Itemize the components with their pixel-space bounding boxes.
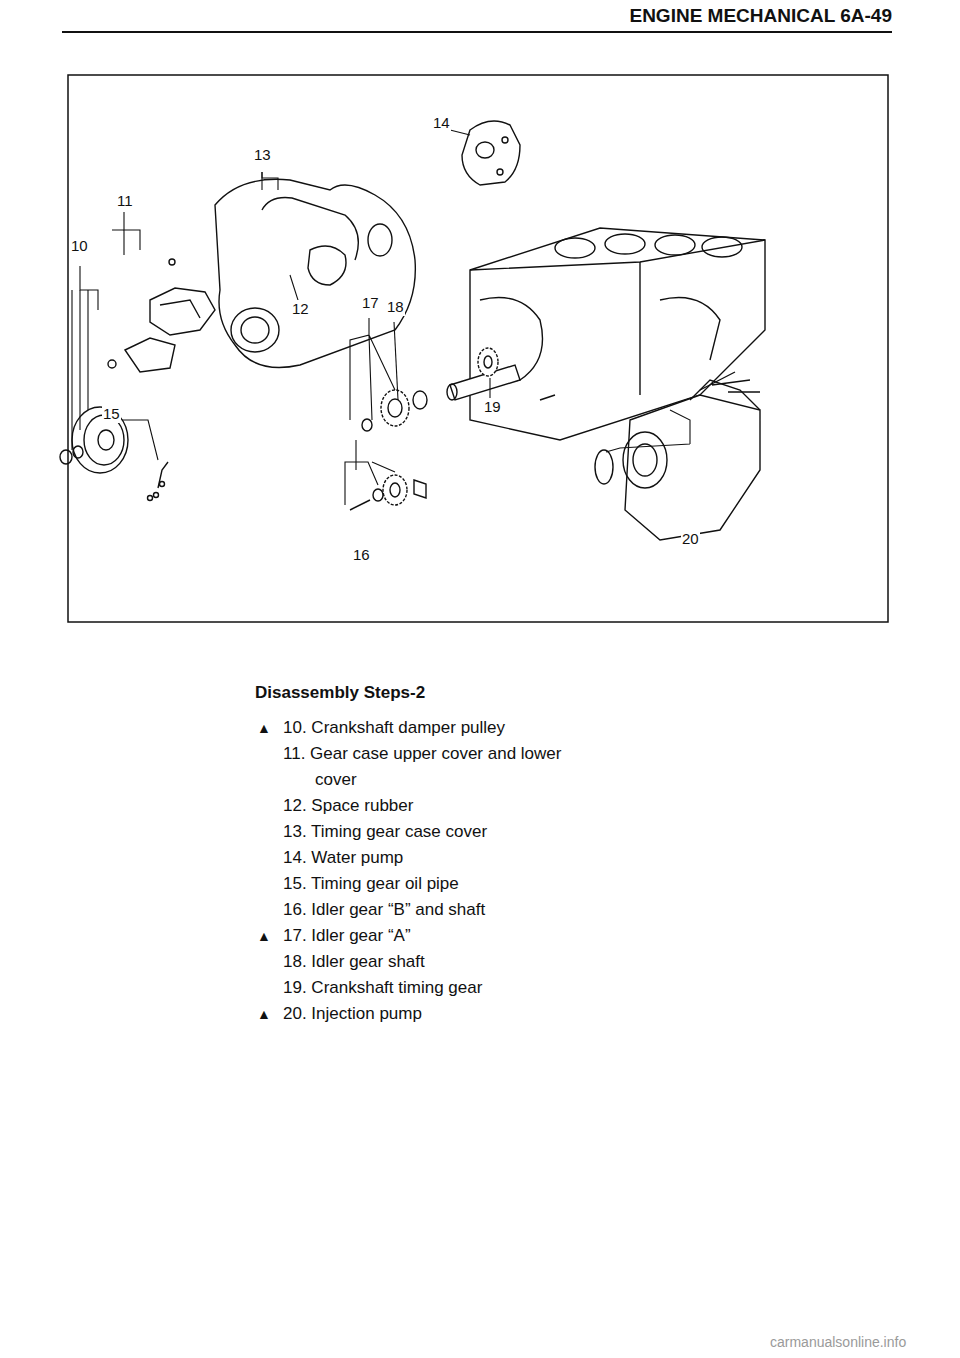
note-marker: ▲ [257, 1001, 271, 1027]
step-item: 20. Injection pump [283, 1001, 600, 1027]
callout-number: 18 [386, 298, 405, 316]
note-marker: ▲ [257, 715, 271, 741]
step-item: 10. Crankshaft damper pulley [283, 715, 600, 741]
step-item: 15. Timing gear oil pipe [283, 871, 600, 897]
watermark: carmanualsonline.info [770, 1334, 906, 1351]
step-item: 17. Idler gear “A” [283, 923, 600, 949]
step-item: 11. Gear case upper cover and lower cove… [283, 741, 600, 793]
figure-frame [68, 75, 888, 622]
callout-number: 19 [483, 398, 502, 416]
gear-case-covers [108, 259, 215, 372]
callout-number: 15 [102, 405, 121, 423]
gears [350, 348, 498, 510]
callout-number: 17 [361, 294, 380, 312]
step-item: 13. Timing gear case cover [283, 819, 600, 845]
note-marker: ▲ [257, 923, 271, 949]
step-item: 12. Space rubber [283, 793, 600, 819]
header-rule [62, 31, 892, 33]
timing-gear-cover [215, 179, 415, 367]
injection-pump [595, 372, 760, 540]
step-item: 14. Water pump [283, 845, 600, 871]
callout-number: 20 [681, 530, 700, 548]
leader-lines [72, 130, 690, 505]
oil-pipe [148, 462, 169, 501]
water-pump [462, 121, 520, 185]
callout-number: 16 [352, 546, 371, 564]
section-heading: Disassembly Steps-2 [255, 683, 425, 703]
callout-number: 10 [70, 237, 89, 255]
callout-number: 14 [432, 114, 451, 132]
page-header: ENGINE MECHANICAL 6A-49 [629, 5, 892, 28]
step-item: 18. Idler gear shaft [283, 949, 600, 975]
step-item: 19. Crankshaft timing gear [283, 975, 600, 1001]
callout-number: 11 [116, 192, 134, 210]
callout-number: 13 [253, 146, 272, 164]
step-item: 16. Idler gear “B” and shaft [283, 897, 600, 923]
callout-number: 12 [291, 300, 310, 318]
